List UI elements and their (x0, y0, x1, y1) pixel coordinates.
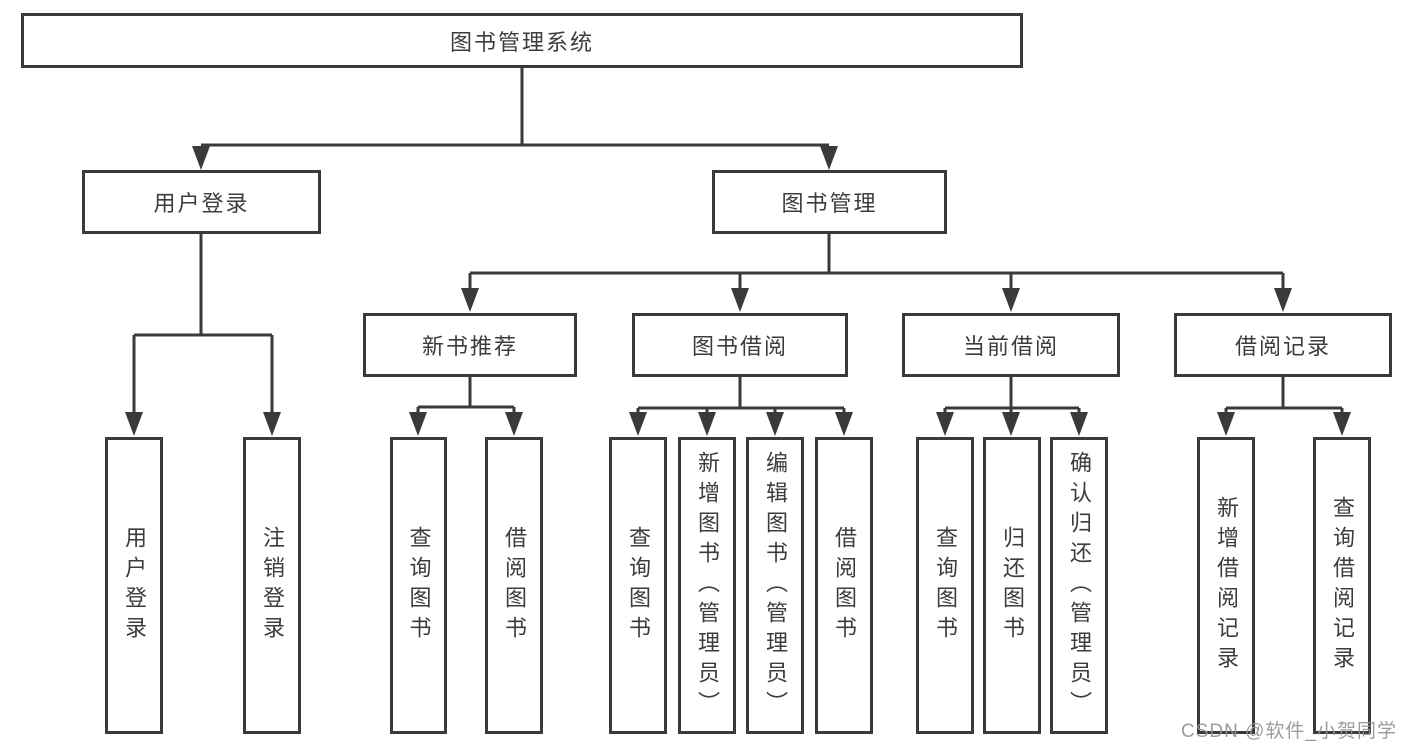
arrowhead-icon (263, 412, 281, 436)
arrowhead-icon (505, 412, 523, 436)
arrowhead-icon (835, 412, 853, 436)
node-leaf-return-books: 归还图书 (983, 437, 1041, 734)
arrowhead-icon (820, 146, 838, 170)
edges-user-login (125, 234, 281, 436)
node-leaf-query-books-current: 查询图书 (916, 437, 974, 734)
arrowhead-icon (1217, 412, 1235, 436)
edges-book-borrowing (629, 377, 853, 436)
node-leaf-edit-books-admin: 编辑图书（管理员） (746, 437, 804, 734)
node-current-borrowing: 当前借阅 (902, 313, 1120, 377)
arrowhead-icon (1002, 288, 1020, 312)
node-leaf-query-borrow-record: 查询借阅记录 (1313, 437, 1371, 734)
arrowhead-icon (629, 412, 647, 436)
node-new-book-recommend: 新书推荐 (363, 313, 577, 377)
node-leaf-query-books-borrowing: 查询图书 (609, 437, 667, 734)
edges-current-borrowing (936, 377, 1088, 436)
arrowhead-icon (698, 412, 716, 436)
node-leaf-logout: 注销登录 (243, 437, 301, 734)
arrowhead-icon (1333, 412, 1351, 436)
arrowhead-icon (1274, 288, 1292, 312)
node-borrowing-records: 借阅记录 (1174, 313, 1392, 377)
node-book-borrowing: 图书借阅 (632, 313, 848, 377)
node-leaf-borrow-books-recommend: 借阅图书 (485, 437, 543, 734)
node-leaf-add-books-admin: 新增图书（管理员） (678, 437, 736, 734)
arrowhead-icon (1002, 412, 1020, 436)
edges-new-book-recommend (409, 377, 523, 436)
node-library-system: 图书管理系统 (21, 13, 1023, 68)
node-leaf-borrow-books-borrowing: 借阅图书 (815, 437, 873, 734)
arrowhead-icon (731, 288, 749, 312)
node-leaf-add-borrow-record: 新增借阅记录 (1197, 437, 1255, 734)
edges-borrowing-records (1217, 377, 1351, 436)
arrowhead-icon (766, 412, 784, 436)
node-leaf-confirm-return-admin: 确认归还（管理员） (1050, 437, 1108, 734)
node-book-management: 图书管理 (712, 170, 947, 234)
edges-root (192, 68, 838, 170)
arrowhead-icon (192, 146, 210, 170)
arrowhead-icon (936, 412, 954, 436)
arrowhead-icon (1070, 412, 1088, 436)
node-leaf-user-login: 用户登录 (105, 437, 163, 734)
node-leaf-query-books-recommend: 查询图书 (390, 437, 447, 734)
arrowhead-icon (461, 288, 479, 312)
node-user-login: 用户登录 (82, 170, 321, 234)
edges-book-management (461, 234, 1292, 312)
arrowhead-icon (125, 412, 143, 436)
arrowhead-icon (409, 412, 427, 436)
